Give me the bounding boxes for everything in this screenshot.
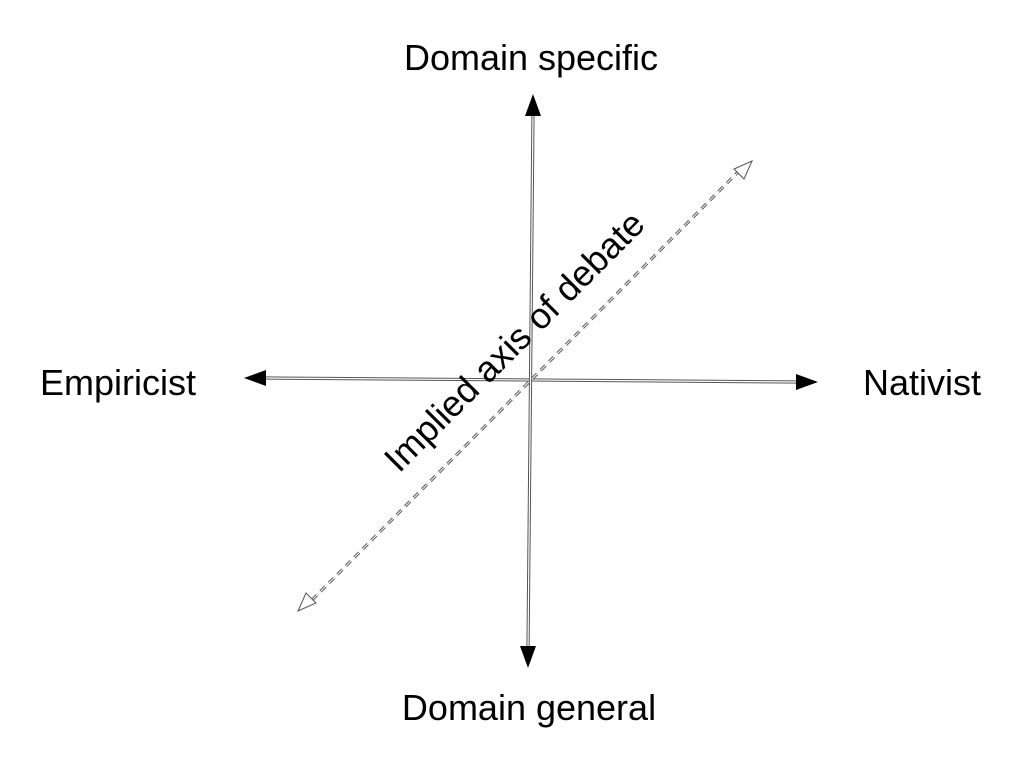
diagonal-bottom-arrowhead <box>297 592 317 612</box>
vertical-axis <box>520 94 541 668</box>
left-arrowhead <box>244 370 266 386</box>
right-arrowhead <box>796 374 818 390</box>
top-arrowhead <box>525 94 541 116</box>
diagonal-dashed-axis <box>297 160 753 612</box>
label-domain-general: Domain general <box>402 687 656 728</box>
bottom-arrowhead <box>520 646 536 668</box>
label-domain-specific: Domain specific <box>404 37 658 78</box>
diagonal-top-arrowhead <box>733 160 753 180</box>
label-empiricist: Empiricist <box>40 362 196 403</box>
label-nativist: Nativist <box>863 362 981 403</box>
label-implied-axis-of-debate: Implied axis of debate <box>376 203 653 480</box>
